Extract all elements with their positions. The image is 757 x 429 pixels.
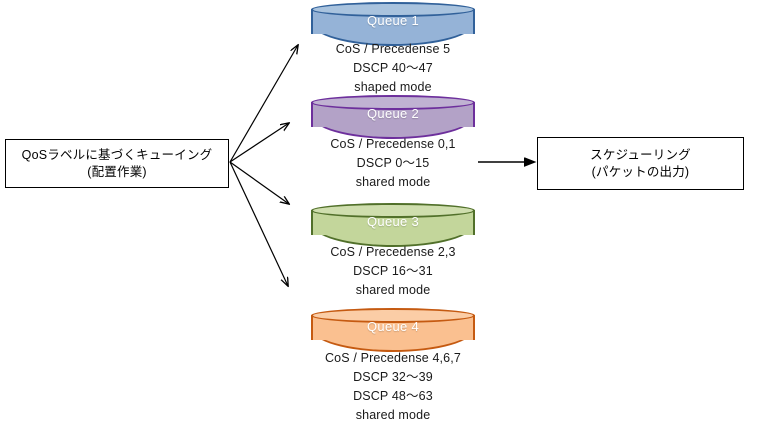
queue-caption-4: CoS / Precedense 4,6,7 DSCP 32〜39 DSCP 4… [283, 349, 503, 425]
queue-caption-2-line-2: DSCP 0〜15 [356, 156, 430, 170]
arrow-to-queue-4 [229, 161, 288, 286]
queue-caption-4-line-4: shared mode [355, 408, 431, 422]
cylinder-top-ellipse-1 [311, 2, 475, 17]
queue-caption-2-line-1: CoS / Precedense 0,1 [330, 137, 456, 151]
queue-caption-3: CoS / Precedense 2,3 DSCP 16〜31 shared m… [283, 243, 503, 300]
sink-box-line-2: (パケットの出力) [591, 164, 690, 179]
queue-caption-1: CoS / Precedense 5 DSCP 40〜47 shaped mod… [283, 40, 503, 97]
arrow-to-queue-2 [229, 123, 289, 163]
queue-caption-4-line-1: CoS / Precedense 4,6,7 [324, 351, 462, 365]
queue-cylinder-3[interactable]: Queue 3 [311, 203, 475, 247]
queue-caption-2-line-3: shared mode [355, 175, 431, 189]
queue-caption-2: CoS / Precedense 0,1 DSCP 0〜15 shared mo… [283, 135, 503, 192]
source-box-line-1: QoSラベルに基づくキューイング [21, 147, 213, 162]
queue-caption-4-line-2: DSCP 32〜39 [353, 370, 433, 384]
cylinder-top-ellipse-2 [311, 95, 475, 110]
queue-caption-4-line-3: DSCP 48〜63 [353, 389, 433, 403]
sink-box-line-1: スケジューリング [590, 147, 691, 162]
queue-caption-3-line-2: DSCP 16〜31 [353, 264, 433, 278]
arrow-to-queue-3 [229, 161, 289, 204]
queueing-source-box[interactable]: QoSラベルに基づくキューイング (配置作業) [5, 139, 229, 188]
queue-caption-1-line-2: DSCP 40〜47 [353, 61, 433, 75]
queue-caption-1-line-1: CoS / Precedense 5 [335, 42, 451, 56]
cylinder-top-ellipse-3 [311, 203, 475, 218]
scheduling-sink-box[interactable]: スケジューリング (パケットの出力) [537, 137, 744, 190]
queue-caption-3-line-1: CoS / Precedense 2,3 [330, 245, 456, 259]
queue-caption-1-line-3: shaped mode [354, 80, 432, 94]
queue-cylinder-1[interactable]: Queue 1 [311, 2, 475, 46]
source-box-line-2: (配置作業) [87, 164, 147, 179]
queue-cylinder-2[interactable]: Queue 2 [311, 95, 475, 139]
queue-cylinder-4[interactable]: Queue 4 [311, 308, 475, 352]
cylinder-top-ellipse-4 [311, 308, 475, 323]
queue-caption-3-line-3: shared mode [355, 283, 431, 297]
